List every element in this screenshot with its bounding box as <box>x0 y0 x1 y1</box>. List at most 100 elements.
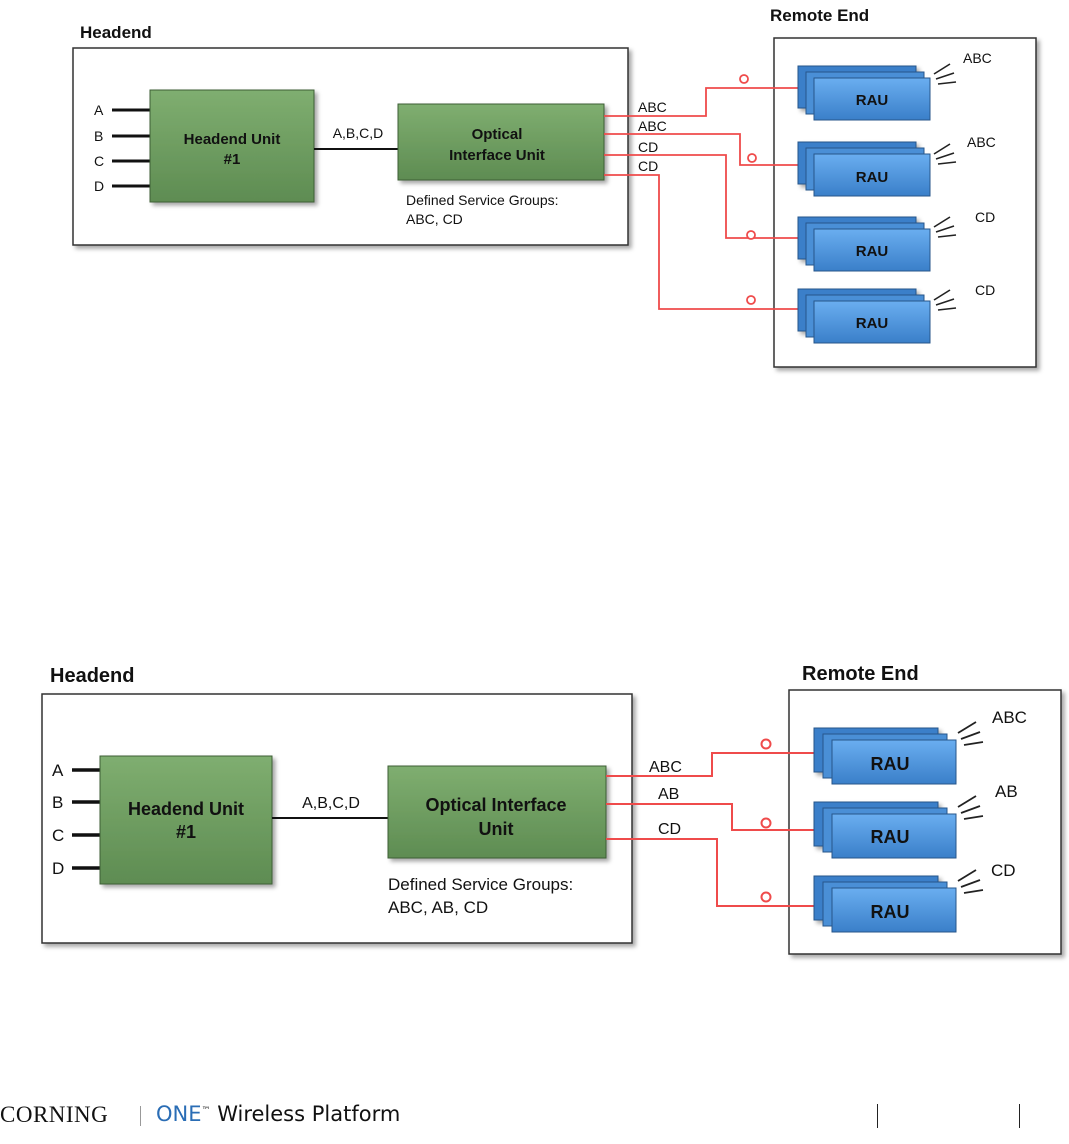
rau-unit <box>813 228 931 272</box>
link-label: CD <box>638 139 658 155</box>
rau-stack: RAU <box>813 801 957 859</box>
connector-icon <box>746 295 756 305</box>
fiber-connectors <box>739 74 757 305</box>
signal-icon <box>957 869 984 894</box>
input-label-b: B <box>52 793 63 812</box>
rau-label: RAU <box>856 92 889 109</box>
service-groups-values: ABC, AB, CD <box>388 898 488 917</box>
rau-label: RAU <box>871 827 910 847</box>
service-groups-heading: Defined Service Groups: <box>406 192 559 208</box>
footer-rule <box>1019 1104 1020 1128</box>
rau-label: RAU <box>856 315 889 332</box>
headend-unit <box>99 755 273 885</box>
oiu-label-line2: Interface Unit <box>449 147 545 164</box>
product-name: ONE™ Wireless Platform <box>156 1102 400 1126</box>
rau-service-label: ABC <box>992 708 1027 727</box>
input-ports: A B C D <box>52 761 100 878</box>
connector-icon <box>747 153 757 163</box>
headend-unit-label: Headend Unit <box>184 131 281 148</box>
input-label-a: A <box>94 102 104 118</box>
link-label: ABC <box>638 99 667 115</box>
rau-stack: RAU <box>813 727 957 785</box>
fiber-links <box>604 87 800 310</box>
hu-oiu-link-label: A,B,C,D <box>302 795 360 812</box>
link-label: CD <box>638 158 658 174</box>
rau-unit <box>831 739 957 785</box>
rau-service-label: AB <box>995 782 1018 801</box>
rau-stack: RAU <box>797 288 931 344</box>
rau-service-label: ABC <box>967 134 996 150</box>
input-label-d: D <box>52 859 64 878</box>
headend-title: Headend <box>80 23 152 42</box>
input-ports: A B C D <box>94 102 150 194</box>
connector-icon <box>760 891 772 903</box>
connector-icon <box>739 74 749 84</box>
signal-icon <box>933 63 957 85</box>
signal-icon <box>957 795 984 820</box>
fiber-link <box>604 174 800 310</box>
rau-label: RAU <box>856 243 889 260</box>
rau-unit <box>813 77 931 121</box>
link-label: CD <box>658 821 681 838</box>
signal-icon <box>933 143 957 165</box>
input-label-c: C <box>52 826 64 845</box>
fiber-links <box>606 752 814 907</box>
input-label-b: B <box>94 128 103 144</box>
connector-icon <box>760 817 772 829</box>
service-groups-values: ABC, CD <box>406 211 463 227</box>
signal-icon <box>957 721 984 746</box>
rau-service-label: ABC <box>963 50 992 66</box>
fiber-link <box>604 154 800 239</box>
fiber-link <box>606 838 814 907</box>
oiu-label-line2: Unit <box>479 819 514 839</box>
headend-unit-label: Headend Unit <box>128 799 244 819</box>
input-label-a: A <box>52 761 64 780</box>
connector-icon <box>746 230 756 240</box>
remote-end-title: Remote End <box>770 6 869 25</box>
rau-stack: RAU <box>797 141 931 197</box>
rau-label: RAU <box>871 902 910 922</box>
signal-icon <box>933 216 957 238</box>
input-label-d: D <box>94 178 104 194</box>
headend-unit-number: #1 <box>176 822 196 842</box>
rau-stack: RAU <box>797 65 931 121</box>
headend-unit-number: #1 <box>224 151 241 168</box>
footer-rule <box>877 1104 878 1128</box>
rau-service-label: CD <box>975 282 995 298</box>
rau-service-label: CD <box>991 861 1016 880</box>
optical-interface-unit <box>387 765 607 859</box>
product-name-rest: Wireless Platform <box>210 1102 401 1126</box>
link-label: ABC <box>638 118 667 134</box>
input-label-c: C <box>94 153 104 169</box>
fiber-link <box>606 803 814 831</box>
optical-interface-unit <box>397 103 605 181</box>
rau-stack: RAU <box>797 216 931 272</box>
headend-title: Headend <box>50 665 134 687</box>
corning-logo: CORNING <box>0 1102 109 1127</box>
link-label: ABC <box>649 759 682 776</box>
rau-service-label: CD <box>975 209 995 225</box>
diagram-2: Headend Remote End A B C D Headend Unit … <box>41 663 1062 955</box>
rau-unit <box>831 887 957 933</box>
rau-label: RAU <box>871 754 910 774</box>
oiu-label-line1: Optical <box>472 126 523 143</box>
connector-icon <box>760 738 772 750</box>
rau-stack: RAU <box>813 875 957 933</box>
trademark-mark: ™ <box>201 1106 211 1116</box>
rau-label: RAU <box>856 169 889 186</box>
oiu-label-line1: Optical Interface <box>425 795 566 815</box>
fiber-link <box>604 87 800 117</box>
headend-unit <box>149 89 315 203</box>
fiber-connectors <box>760 738 772 903</box>
footer-divider <box>140 1106 141 1126</box>
rau-unit <box>813 300 931 344</box>
signal-icon <box>933 289 957 311</box>
hu-oiu-link-label: A,B,C,D <box>333 125 384 141</box>
service-groups-heading: Defined Service Groups: <box>388 875 573 894</box>
page-footer: CORNING ONE™ Wireless Platform <box>0 1098 1069 1138</box>
product-name-one: ONE <box>156 1102 202 1126</box>
rau-unit <box>813 153 931 197</box>
fiber-link <box>606 752 814 777</box>
remote-end-title: Remote End <box>802 663 919 685</box>
